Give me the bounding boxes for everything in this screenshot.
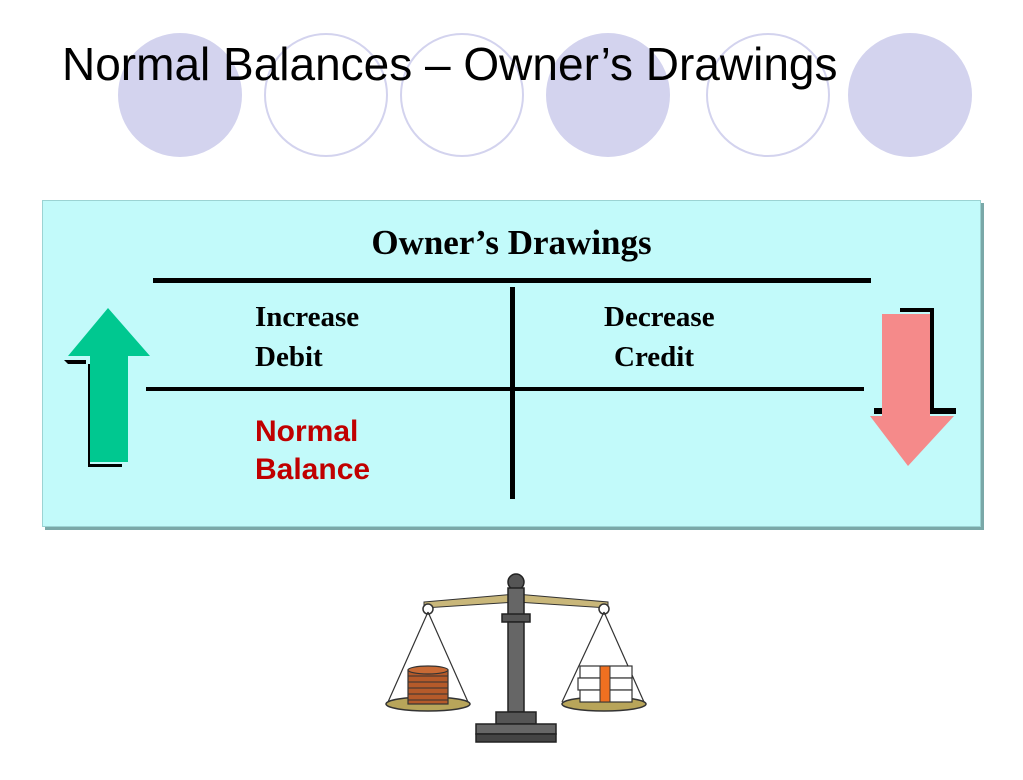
down-arrow-icon	[870, 308, 956, 466]
t-account-panel: Owner’s Drawings Increase Debit Decrease…	[42, 200, 981, 527]
increase-label: Increase	[255, 301, 360, 333]
decorative-circle	[118, 33, 242, 157]
normal-balance-line1: Normal	[255, 415, 359, 448]
normal-balance-label: Normal Balance	[255, 413, 455, 489]
t-account-middle-line	[146, 387, 864, 391]
t-account-top-line	[153, 278, 871, 283]
slide-title: Normal Balances – Owner’s Drawings	[62, 38, 838, 90]
balance-scale-icon	[385, 573, 647, 743]
decorative-circle	[706, 33, 830, 157]
account-title: Owner’s Drawings	[371, 223, 652, 262]
up-arrow-icon	[64, 308, 150, 467]
decorative-circle	[400, 33, 524, 157]
debit-side-label: Increase Debit	[255, 297, 359, 377]
credit-side-label: Decrease Credit	[604, 297, 715, 377]
decorative-circle	[264, 33, 388, 157]
credit-label: Credit	[614, 341, 695, 373]
decorative-circle	[848, 33, 972, 157]
decorative-circle	[546, 33, 670, 157]
debit-label: Debit	[255, 341, 323, 373]
t-account-vertical-line	[510, 287, 515, 499]
normal-balance-line2: Balance	[255, 453, 371, 486]
decrease-label: Decrease	[604, 301, 715, 333]
